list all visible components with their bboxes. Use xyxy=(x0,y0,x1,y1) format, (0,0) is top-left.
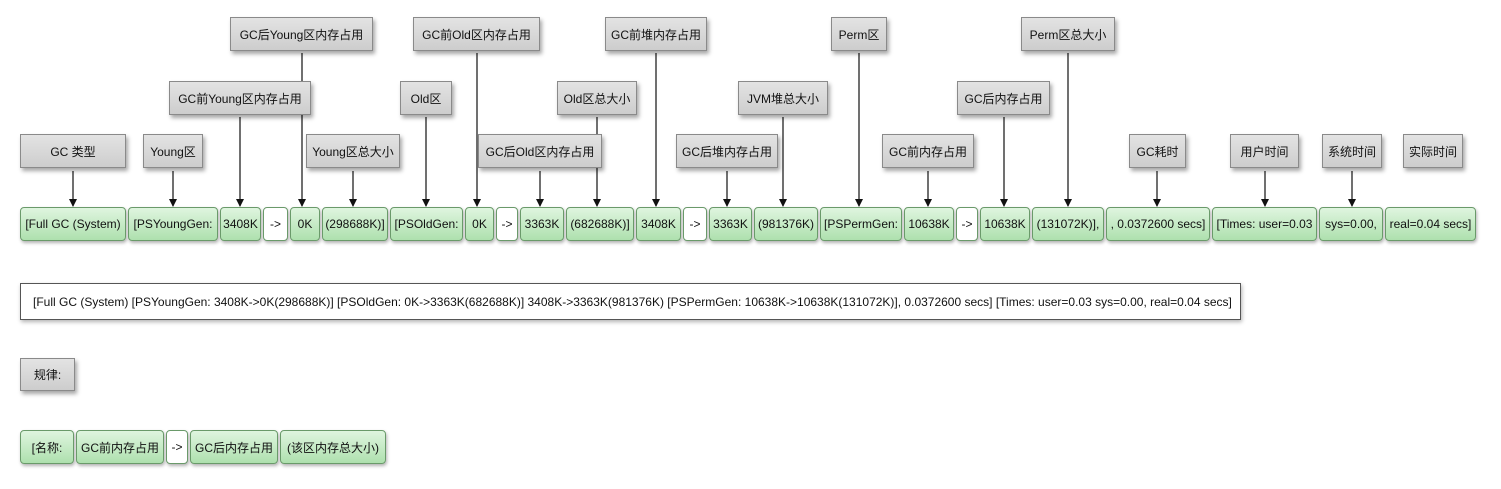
log-segment: , 0.0372600 secs] xyxy=(1106,207,1210,241)
label-user-time: 用户时间 xyxy=(1230,134,1299,168)
label-young: Young区 xyxy=(143,134,203,168)
log-segment: 3408K xyxy=(220,207,261,241)
label-young-total: Young区总大小 xyxy=(306,134,400,168)
pattern-segment: (该区内存总大小) xyxy=(280,430,386,464)
pattern-segment-arrow: -> xyxy=(166,430,188,464)
log-segment: real=0.04 secs] xyxy=(1385,207,1476,241)
log-segment: 3363K xyxy=(520,207,564,241)
pattern-segment: GC后内存占用 xyxy=(190,430,278,464)
log-segment: 0K xyxy=(465,207,494,241)
label-before-heap: GC前堆内存占用 xyxy=(605,17,707,51)
label-gc-type: GC 类型 xyxy=(20,134,126,168)
label-perm: Perm区 xyxy=(831,17,887,51)
log-segment-arrow: -> xyxy=(496,207,518,241)
log-segment: 10638K xyxy=(980,207,1030,241)
label-sys-time: 系统时间 xyxy=(1322,134,1382,168)
log-segment: [Full GC (System) xyxy=(20,207,126,241)
rule-label: 规律: xyxy=(20,358,75,391)
log-segment: (131072K)], xyxy=(1032,207,1104,241)
log-segment: [PSPermGen: xyxy=(820,207,902,241)
label-old: Old区 xyxy=(400,81,452,115)
log-segment-arrow: -> xyxy=(683,207,707,241)
label-perm-after: GC后内存占用 xyxy=(957,81,1050,115)
log-segment: [Times: user=0.03 xyxy=(1212,207,1317,241)
pattern-segment: GC前内存占用 xyxy=(76,430,164,464)
log-segment-row: [Full GC (System) [PSYoungGen: 3408K -> … xyxy=(20,207,1478,241)
label-perm-before: GC前内存占用 xyxy=(882,134,974,168)
pattern-segment: [名称: xyxy=(20,430,74,464)
log-segment: (682688K)] xyxy=(566,207,634,241)
label-old-total: Old区总大小 xyxy=(557,81,637,115)
label-before-young: GC前Young区内存占用 xyxy=(169,81,311,115)
pattern-segment-row: [名称: GC前内存占用 -> GC后内存占用 (该区内存总大小) xyxy=(20,430,388,464)
log-segment: 3408K xyxy=(636,207,681,241)
log-segment: [PSOldGen: xyxy=(390,207,463,241)
full-log-text: [Full GC (System) [PSYoungGen: 3408K->0K… xyxy=(20,283,1241,320)
log-segment: [PSYoungGen: xyxy=(128,207,218,241)
label-after-heap: GC后堆内存占用 xyxy=(676,134,778,168)
log-segment: (298688K)] xyxy=(322,207,388,241)
log-segment: 10638K xyxy=(904,207,954,241)
log-segment-arrow: -> xyxy=(956,207,978,241)
log-segment: (981376K) xyxy=(754,207,818,241)
label-gc-time: GC耗时 xyxy=(1129,134,1186,168)
log-segment: 3363K xyxy=(709,207,752,241)
log-segment-arrow: -> xyxy=(263,207,288,241)
log-segment: 0K xyxy=(290,207,320,241)
log-segment: sys=0.00, xyxy=(1319,207,1383,241)
label-real-time: 实际时间 xyxy=(1403,134,1463,168)
label-before-old: GC前Old区内存占用 xyxy=(413,17,540,51)
label-perm-total: Perm区总大小 xyxy=(1021,17,1115,51)
label-jvm-heap-total: JVM堆总大小 xyxy=(738,81,828,115)
label-after-old: GC后Old区内存占用 xyxy=(478,134,602,168)
label-after-young: GC后Young区内存占用 xyxy=(230,17,373,51)
